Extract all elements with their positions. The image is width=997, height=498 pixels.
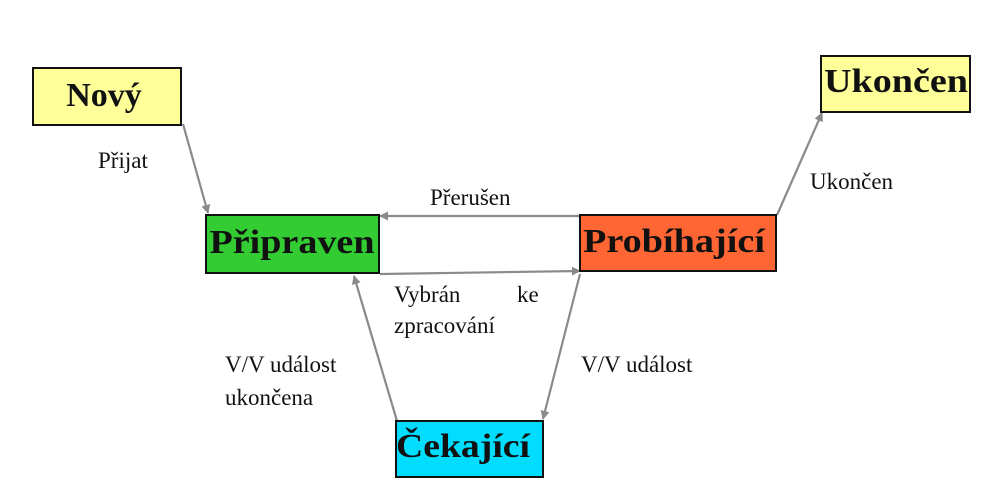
state-ready-label: Připraven [210,224,375,261]
edge-ready-to-running [379,266,581,276]
edge-waiting-to-ready [351,275,399,422]
state-new-box [32,67,182,126]
label-exit: Ukončen [810,169,894,194]
label-interrupted: Přerušen [430,185,511,210]
state-new: Nový [32,67,182,126]
state-waiting: Čekající [395,420,544,478]
state-done: Ukončen [820,55,971,113]
state-running: Probíhající [579,214,777,272]
state-running-label: Probíhající [583,223,766,260]
label-dispatched-line2: zpracování [394,313,495,338]
state-ready: Připraven [205,214,380,274]
edge-running-to-waiting [540,273,582,420]
label-admitted: Přijat [98,148,148,173]
label-dispatched-word2: ke [517,282,539,307]
state-new-label: Nový [66,77,142,114]
edge-running-to-done [775,112,824,216]
label-io-done-line2: ukončena [225,385,313,410]
state-waiting-label: Čekající [396,427,531,465]
state-waiting-box [395,420,544,478]
state-running-box [579,214,777,272]
state-ready-box [205,214,380,274]
label-io-wait: V/V událost [581,352,693,377]
edge-new-to-ready [181,123,211,214]
label-io-done-line1: V/V událost [225,352,337,377]
state-done-box [820,55,971,113]
label-dispatched-line1: Vybrán [394,282,461,307]
state-done-label: Ukončen [824,63,968,100]
